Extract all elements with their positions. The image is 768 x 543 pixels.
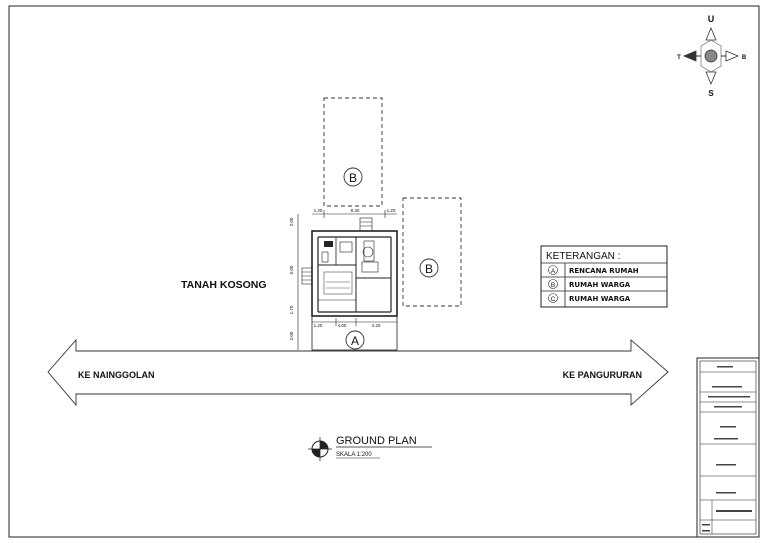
dim-left-3: 1.70 xyxy=(289,305,294,314)
road-right-label: KE PANGURURAN xyxy=(563,370,642,380)
compass-north-label: U xyxy=(708,14,715,24)
house-plan xyxy=(297,210,398,351)
dim-bottom-2: 4.00 xyxy=(338,323,347,328)
legend-title: KETERANGAN : xyxy=(546,251,620,262)
dim-left-4: 2.00 xyxy=(289,331,294,340)
road-left-label: KE NAINGGOLAN xyxy=(78,370,155,380)
drawing-title: GROUND PLAN xyxy=(336,435,417,447)
front-yard xyxy=(311,315,398,351)
legend-symbol-2: B xyxy=(551,282,555,289)
dim-bottom-1: 1.20 xyxy=(314,323,323,328)
compass-west-label: T xyxy=(677,55,681,61)
legend-label-1: RENCANA RUMAH xyxy=(569,267,639,275)
sheet-border xyxy=(8,5,760,538)
drawing-scale: SKALA 1:200 xyxy=(336,452,372,458)
west-arrow-icon xyxy=(682,50,697,62)
stairs-top xyxy=(359,217,373,232)
dim-left-1: 2.00 xyxy=(289,217,294,226)
dim-top-3: 1.20 xyxy=(387,208,396,213)
north-arrow-icon xyxy=(705,26,717,41)
plot-b-right-label: B xyxy=(425,262,433,276)
compass-east-label: B xyxy=(742,55,747,61)
plot-b-top-label: B xyxy=(349,171,357,185)
compass-south-label: S xyxy=(708,89,714,98)
empty-lot-label: TANAH KOSONG xyxy=(181,279,267,291)
south-arrow-icon xyxy=(705,71,717,86)
plot-b-right-marker xyxy=(419,258,439,278)
legend-label-3: RUMAH WARGA xyxy=(569,295,631,303)
plot-a-label: A xyxy=(351,334,359,348)
legend-symbol-1: A xyxy=(551,268,556,275)
plot-a-marker xyxy=(345,330,365,350)
furniture-block xyxy=(324,241,333,247)
title-block xyxy=(696,357,760,538)
legend-label-2: RUMAH WARGA xyxy=(569,281,631,289)
legend-symbol-3: C xyxy=(551,296,556,303)
compass-rose: U S T B xyxy=(677,14,747,98)
compass-center-icon xyxy=(704,49,718,63)
legend-table: KETERANGAN : A RENCANA RUMAH B RUMAH WAR… xyxy=(540,245,668,308)
dim-top-2: 8.30 xyxy=(351,208,360,213)
drawing-title-block: GROUND PLAN SKALA 1:200 xyxy=(308,435,432,461)
east-arrow-icon xyxy=(725,50,740,62)
neighbor-plot-right xyxy=(402,197,462,307)
dim-bottom-3: 4.20 xyxy=(372,323,381,328)
dim-top-1: 1.20 xyxy=(314,208,323,213)
road-double-arrow xyxy=(47,338,669,407)
neighbor-plot-top xyxy=(323,97,383,207)
dim-left-2: 5.00 xyxy=(289,265,294,274)
plot-b-top-marker xyxy=(343,167,363,187)
